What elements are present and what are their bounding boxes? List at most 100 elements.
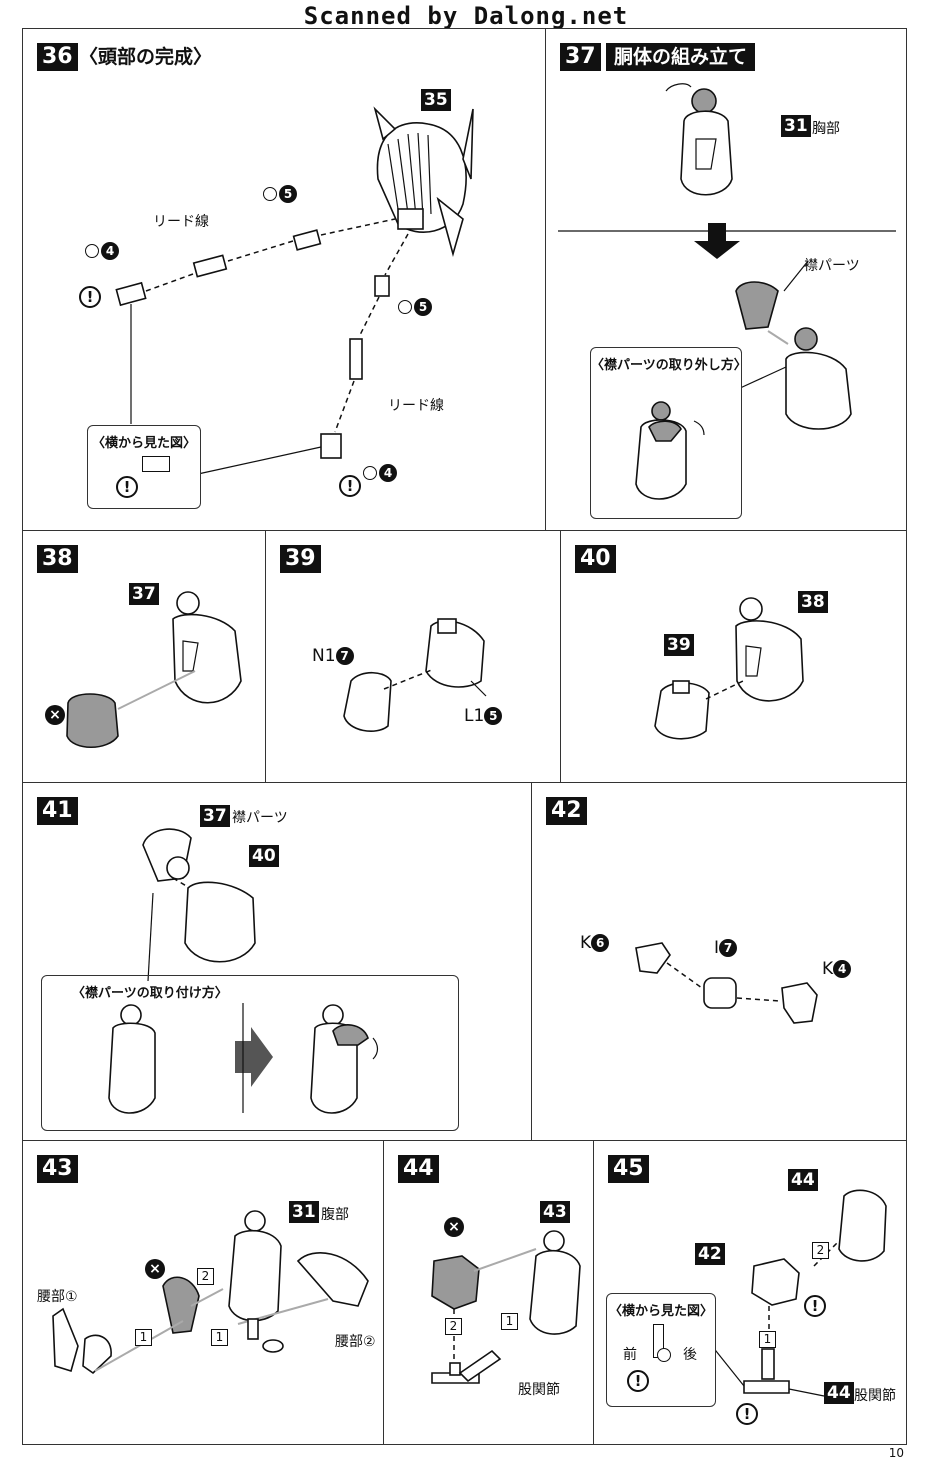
step-43-diagram <box>52 1210 369 1375</box>
part-35-tag: 35 <box>421 89 451 111</box>
l1-number: 5 <box>484 707 503 725</box>
step-44-number: 44 <box>398 1155 439 1183</box>
k4-number: 4 <box>833 960 852 978</box>
step-41-panel: 41 37 襟パーツ 40 〈襟パーツの取り付け方〉 <box>22 782 533 1142</box>
step-36-number: 36 <box>37 43 78 71</box>
order-1-marker-45: 1 <box>759 1331 776 1348</box>
part-37-tag-41: 37 <box>200 805 230 827</box>
step-44-panel: 44 × 43 2 1 股関節 <box>383 1140 595 1445</box>
i7-number: 7 <box>719 939 738 957</box>
step-45-number: 45 <box>608 1155 649 1183</box>
hip-label-45: 股関節 <box>854 1388 896 1404</box>
o5-label-2: 5 <box>398 297 432 317</box>
k4-text: K <box>822 959 834 979</box>
removal-title: 〈襟パーツの取り外し方〉 <box>591 358 747 373</box>
part-44-tag-bottom: 44 <box>824 1382 854 1404</box>
k6-text: K <box>580 933 592 953</box>
collar-label-37: 襟パーツ <box>804 258 860 274</box>
step-39-diagram <box>343 618 487 732</box>
step-45-diagram <box>703 1189 887 1397</box>
step-42-diagram <box>635 942 818 1024</box>
side-view-box-45: 〈横から見た図〉 前 後 ! <box>606 1293 716 1407</box>
step-38-panel: 38 37 × <box>22 530 267 784</box>
part-43-tag: 43 <box>540 1201 570 1223</box>
n1-number: 7 <box>335 647 354 665</box>
o4-number-2: 4 <box>379 464 397 482</box>
side-view-title-45: 〈横から見た図〉 <box>608 1304 713 1319</box>
o5-label-1: 5 <box>263 184 297 204</box>
step-43-number: 43 <box>37 1155 78 1183</box>
step-41-number: 41 <box>37 797 78 825</box>
attach-box: 〈襟パーツの取り付け方〉 <box>41 975 459 1131</box>
step-38-number: 38 <box>37 545 78 573</box>
step-37-removal-art <box>635 401 705 500</box>
step-40-panel: 40 38 39 <box>560 530 907 784</box>
waist1-label: 腰部① <box>37 1289 78 1305</box>
abdomen-label: 腹部 <box>321 1207 349 1223</box>
order-2-marker-44: 2 <box>445 1318 462 1335</box>
side-view-box-36: 〈横から見た図〉 ! <box>87 425 201 509</box>
step-36-title: 〈頭部の完成〉 <box>79 46 213 68</box>
step-40-number: 40 <box>575 545 616 573</box>
scan-header: Scanned by Dalong.net <box>303 2 629 30</box>
x-icon: × <box>444 1217 464 1237</box>
step-45-panel: 45 44 2 42 ! 1 44 股関節 ! 〈横から見た図〉 前 後 ! <box>593 1140 907 1445</box>
hip-label-44: 股関節 <box>518 1382 560 1398</box>
part-44-tag-top: 44 <box>788 1169 818 1191</box>
k6-number: 6 <box>591 934 610 952</box>
step-42-number: 42 <box>546 797 587 825</box>
o4-label-1: 4 <box>85 241 119 261</box>
step-40-diagram <box>654 597 804 740</box>
step-37-panel: 37 胴体の組み立て 31 胸部 襟パーツ 〈襟パーツの取り外し方〉 <box>545 28 907 532</box>
lead-wire-text-2: リード線 <box>388 398 444 414</box>
part-37-tag-38: 37 <box>129 583 159 605</box>
n1-text: N1 <box>312 646 336 666</box>
warning-icon: ! <box>736 1403 758 1425</box>
collar-label-41: 襟パーツ <box>232 810 288 826</box>
x-icon: × <box>145 1259 165 1279</box>
step-41-diagram <box>108 828 379 1114</box>
x-icon: × <box>45 705 65 725</box>
part-31-tag: 31 <box>781 115 811 137</box>
warning-icon: ! <box>79 286 101 308</box>
part-31-tag-43: 31 <box>289 1201 319 1223</box>
o4-number-1: 4 <box>101 242 119 260</box>
step-36-diagram <box>115 106 474 475</box>
lead-wire-label-2: リード線 <box>388 395 444 415</box>
step-38-diagram <box>66 591 242 748</box>
o4-label-2: 4 <box>363 463 397 483</box>
step-36-panel: 36 〈頭部の完成〉 35 リード線 5 4 ! 5 リード線 4 ! 〈横から… <box>22 28 547 532</box>
part-38-tag: 38 <box>798 591 828 613</box>
part-40-tag: 40 <box>249 845 279 867</box>
page-number: 10 <box>888 1446 904 1460</box>
chest-label: 胸部 <box>812 121 840 137</box>
waist2-label: 腰部② <box>335 1334 376 1350</box>
step-39-number: 39 <box>280 545 321 573</box>
step-43-panel: 43 31 腹部 × 腰部① 腰部② 2 1 1 <box>22 1140 385 1445</box>
front-label: 前 <box>623 1347 637 1363</box>
order-1-marker-a: 1 <box>135 1329 152 1346</box>
i7-text: I <box>714 938 720 958</box>
back-label: 後 <box>683 1347 697 1363</box>
order-2-marker: 2 <box>197 1268 214 1285</box>
order-2-marker-45: 2 <box>812 1242 829 1259</box>
o5-number-2: 5 <box>414 298 432 316</box>
warning-icon: ! <box>627 1370 649 1392</box>
part-42-tag: 42 <box>695 1243 725 1265</box>
step-37-number: 37 <box>560 43 601 71</box>
part-39-tag: 39 <box>664 634 694 656</box>
l1-text: L1 <box>464 706 485 726</box>
step-44-diagram <box>431 1230 581 1384</box>
step-37-title: 胴体の組み立て <box>606 43 756 71</box>
attach-title: 〈襟パーツの取り付け方〉 <box>72 986 228 1001</box>
warning-icon: ! <box>804 1295 826 1317</box>
side-view-title-36: 〈横から見た図〉 <box>91 436 196 451</box>
o5-number-1: 5 <box>279 185 297 203</box>
